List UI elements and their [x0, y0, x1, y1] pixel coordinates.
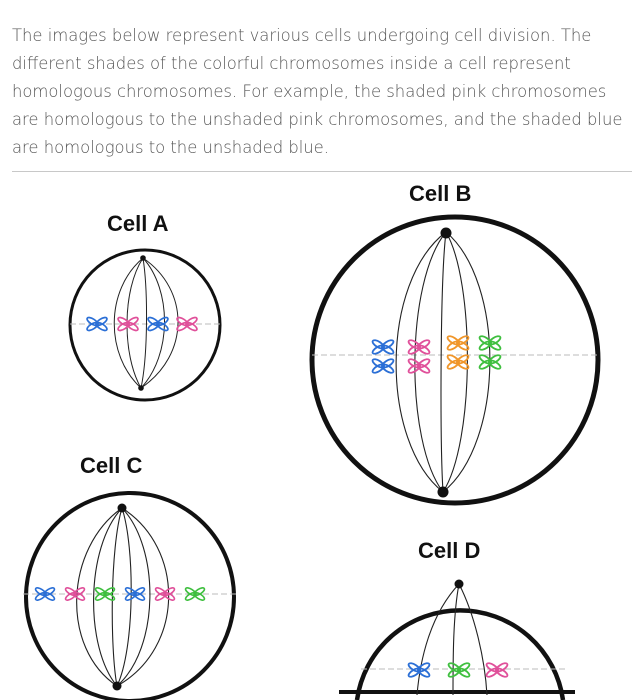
chromosome-pink: [407, 339, 431, 355]
chromosome-green: [478, 354, 502, 370]
cell-c-diagram: [23, 491, 237, 700]
chromosome-orange: [446, 354, 470, 370]
chromosome-blue: [371, 358, 395, 374]
cell-c-pole-top: [117, 503, 127, 513]
cell-b-pole-top: [440, 227, 452, 239]
cell-d-title: Cell D: [418, 538, 481, 563]
cell-a-title: Cell A: [107, 211, 169, 236]
chromosome-pink: [485, 662, 509, 678]
chromosome-pink: [117, 316, 139, 332]
divider: [12, 171, 632, 172]
chromosome-green: [478, 335, 502, 351]
chromosome-pink: [64, 587, 86, 601]
chromosome-blue: [86, 316, 108, 332]
cell-c-membrane: [24, 491, 236, 700]
cell-a-diagram: [68, 248, 222, 402]
cell-c-pole-bottom: [112, 681, 122, 691]
cell-a-pole-top: [140, 255, 146, 261]
chromosome-pink: [407, 358, 431, 374]
chromosome-blue: [124, 587, 146, 601]
cell-b-title: Cell B: [409, 181, 472, 206]
cell-d-pole-top: [454, 579, 464, 589]
cell-d-diagram: [339, 579, 575, 700]
chromosome-green: [184, 587, 206, 601]
cell-b-pole-bottom: [437, 486, 449, 498]
chromosome-pink: [154, 587, 176, 601]
cell-a-pole-bottom: [138, 385, 144, 391]
cell-b-diagram: [309, 214, 601, 506]
chromosome-pink: [176, 316, 198, 332]
intro-paragraph: The images below represent various cells…: [12, 26, 623, 157]
chromosome-blue: [371, 339, 395, 355]
cell-b-membrane: [309, 214, 601, 506]
chromosome-blue: [34, 587, 56, 601]
chromosome-green: [447, 662, 471, 678]
cell-c-title: Cell C: [80, 453, 143, 478]
chromosome-green: [94, 587, 116, 601]
chromosome-orange: [446, 335, 470, 351]
cell-d-membrane: [354, 608, 566, 700]
chromosome-blue: [147, 316, 169, 332]
cell-a-membrane: [68, 248, 222, 402]
chromosome-blue: [407, 662, 431, 678]
